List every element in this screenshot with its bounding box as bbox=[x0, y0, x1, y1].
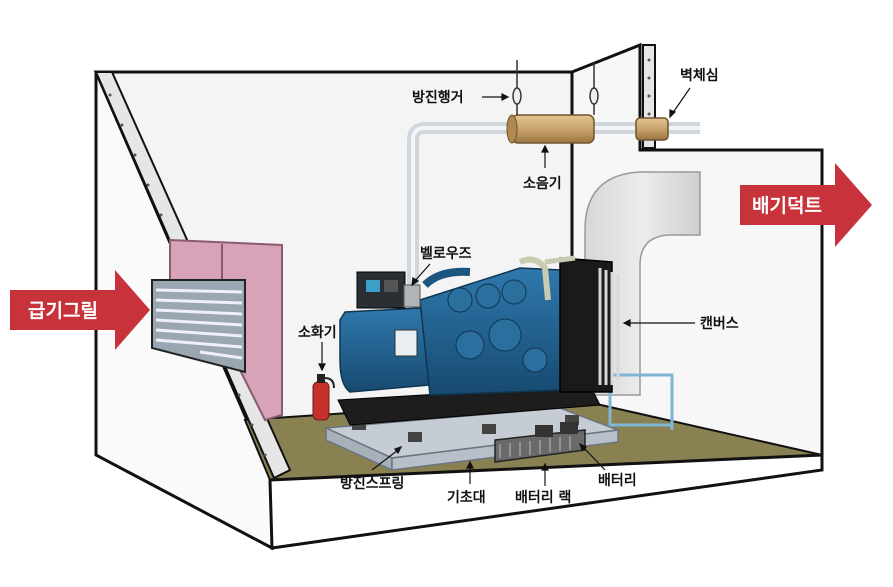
radiator bbox=[559, 257, 613, 393]
foundation-label: 기초대 bbox=[447, 490, 486, 506]
intake-louver bbox=[151, 279, 246, 374]
vibration-springs bbox=[352, 415, 579, 442]
silencer-label: 소음기 bbox=[523, 176, 562, 192]
exhaust-pipe bbox=[407, 122, 700, 285]
vibration-hanger-label: 방진행거 bbox=[412, 89, 464, 106]
generator-set bbox=[339, 255, 620, 396]
wall-sleeve bbox=[635, 117, 669, 141]
vibration-spring-label: 방진스프링 bbox=[340, 475, 404, 492]
control-display bbox=[366, 280, 380, 292]
battery-rack-label: 배터리 랙 bbox=[515, 489, 571, 506]
canvas-label: 캔버스 bbox=[700, 315, 739, 332]
bellows bbox=[403, 284, 421, 308]
extinguisher-label: 소화기 bbox=[298, 325, 337, 341]
intake-grille-label: 급기그릴 bbox=[28, 300, 98, 322]
intake-arrow bbox=[10, 270, 150, 350]
battery-label: 배터리 bbox=[598, 473, 637, 489]
radiator-fins bbox=[598, 268, 620, 385]
fire-extinguisher bbox=[312, 374, 335, 421]
bellows-label: 벨로우즈 bbox=[420, 246, 472, 262]
exhaust-arrow bbox=[740, 163, 872, 247]
battery-rack bbox=[494, 429, 586, 463]
vibration-hangers bbox=[512, 60, 599, 115]
exhaust-duct bbox=[584, 171, 701, 440]
battery bbox=[535, 422, 578, 437]
silencer bbox=[506, 114, 595, 144]
alternator-plate bbox=[394, 329, 418, 357]
front-floor-edge bbox=[268, 453, 824, 550]
exhaust-duct-label: 배기덕트 bbox=[752, 195, 822, 217]
wall-sleeve-label: 벽체심 bbox=[680, 67, 719, 84]
